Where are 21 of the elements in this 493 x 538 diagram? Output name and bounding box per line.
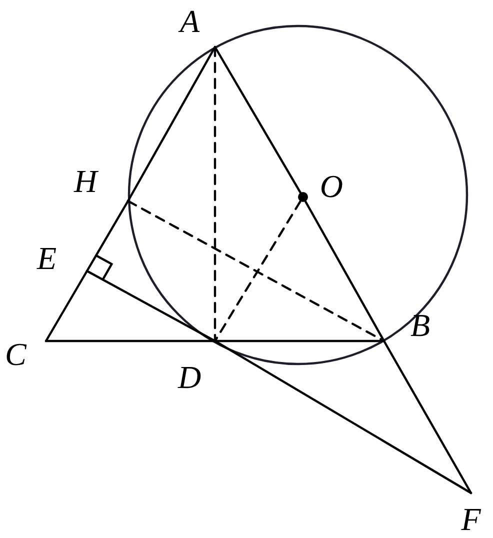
point-label: O — [320, 170, 343, 202]
dashed-segment — [214, 46, 216, 342]
line-segment — [214, 46, 302, 194]
point-label: C — [5, 338, 26, 370]
point-label: B — [410, 309, 430, 341]
line-segment — [126, 46, 216, 202]
line-segment — [304, 200, 386, 342]
point-label: E — [37, 242, 57, 274]
line-segment — [44, 270, 88, 342]
point-label: A — [180, 5, 200, 37]
line-segment — [214, 340, 386, 342]
line-segment — [44, 340, 216, 342]
point-label: H — [74, 165, 98, 197]
point-label: F — [461, 503, 481, 535]
line-segment — [86, 270, 216, 342]
line-segment — [214, 340, 472, 494]
point-label: D — [178, 361, 202, 393]
dashed-segment — [126, 200, 386, 342]
line-segment — [86, 200, 130, 272]
dashed-segment — [214, 200, 302, 342]
line-segment — [382, 340, 472, 494]
